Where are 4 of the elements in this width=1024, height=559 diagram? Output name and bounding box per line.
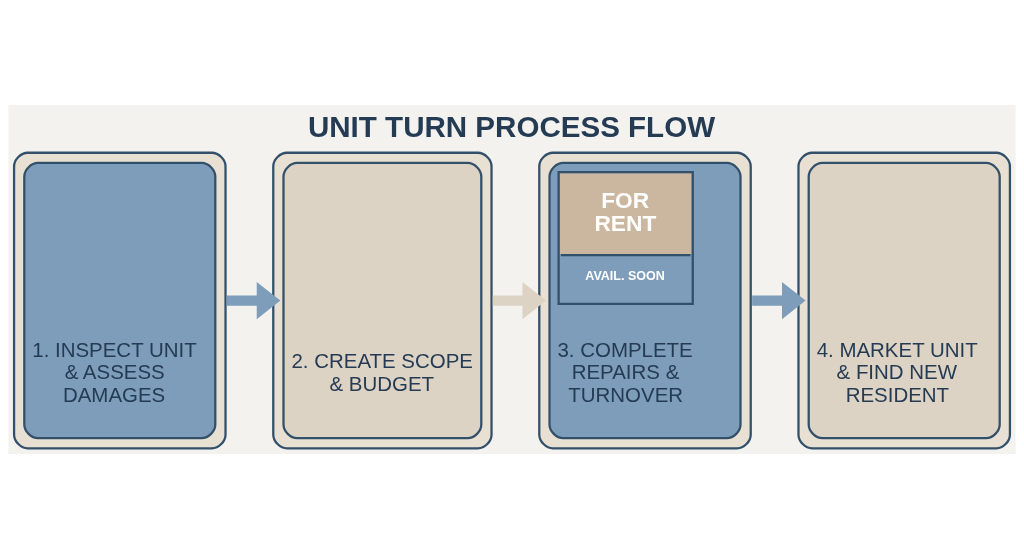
arrow bbox=[752, 281, 806, 320]
diagram-title: UNIT TURN PROCESS FLOW bbox=[307, 109, 716, 143]
arrow bbox=[492, 281, 547, 320]
arrow bbox=[226, 281, 281, 320]
